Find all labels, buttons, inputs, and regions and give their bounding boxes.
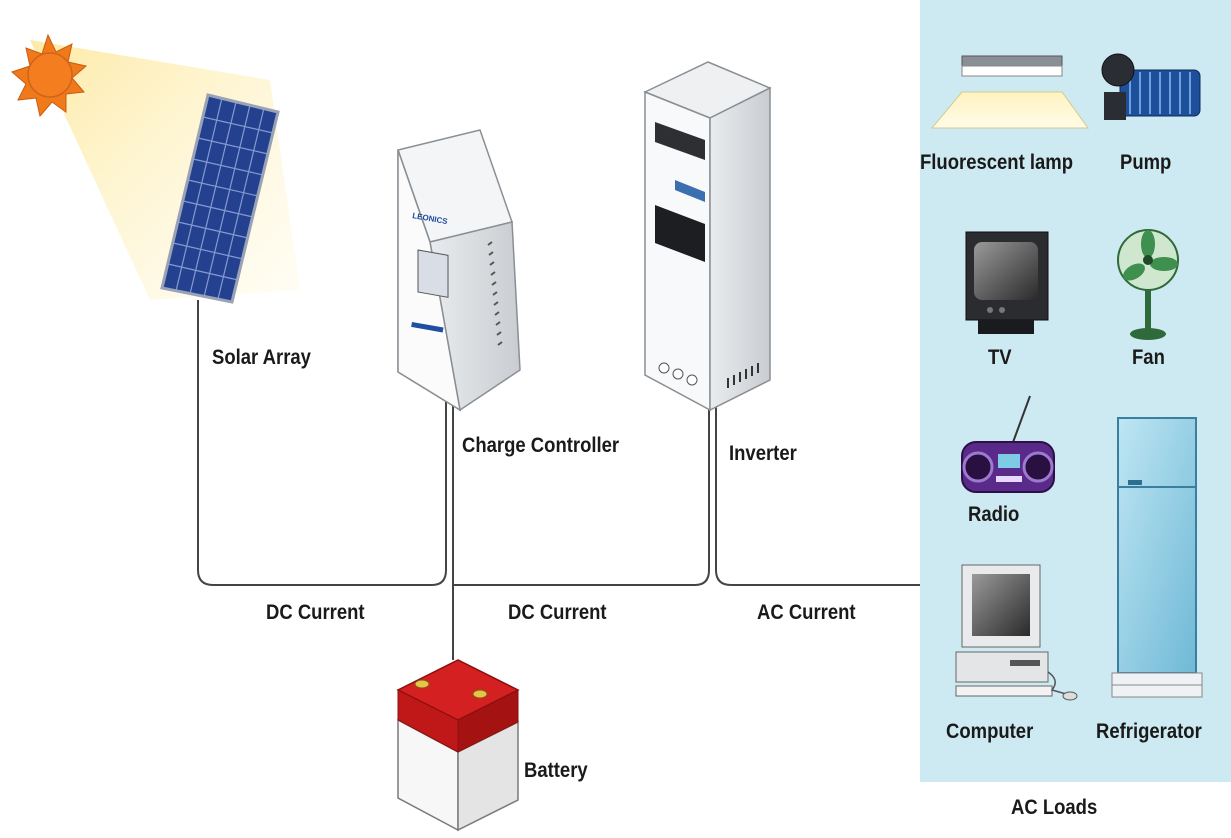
load-label-pump: Pump	[1120, 151, 1172, 174]
inverter-icon	[643, 61, 772, 412]
load-label-fan: Fan	[1132, 346, 1165, 369]
inverter-label: Inverter	[729, 442, 797, 465]
pump-icon	[1101, 53, 1201, 120]
solar-panel-icon	[160, 93, 280, 304]
charge-controller-icon: LEONICS	[397, 129, 521, 412]
ac-loads-title: AC Loads	[1011, 796, 1098, 819]
load-label-radio: Radio	[968, 503, 1020, 526]
charge-controller-label: Charge Controller	[462, 434, 620, 457]
dc-current-label-1: DC Current	[266, 601, 365, 624]
load-label-computer: Computer	[946, 720, 1034, 743]
battery-icon	[396, 659, 520, 832]
radio-icon	[961, 395, 1055, 493]
load-label-fluorescent-lamp: Fluorescent lamp	[920, 151, 1074, 174]
solar-array-label: Solar Array	[212, 346, 311, 369]
fan-icon	[1117, 229, 1179, 340]
sun-icon	[11, 33, 88, 118]
dc-current-label-2: DC Current	[508, 601, 607, 624]
load-label-refrigerator: Refrigerator	[1096, 720, 1202, 743]
fluorescent-lamp-icon	[930, 55, 1089, 129]
wiring	[197, 300, 920, 660]
ac-current-label: AC Current	[757, 601, 856, 624]
computer-icon	[955, 564, 1078, 701]
tv-icon	[965, 231, 1049, 334]
load-label-tv: TV	[988, 346, 1012, 369]
battery-label: Battery	[524, 759, 588, 782]
refrigerator-icon	[1111, 417, 1203, 698]
